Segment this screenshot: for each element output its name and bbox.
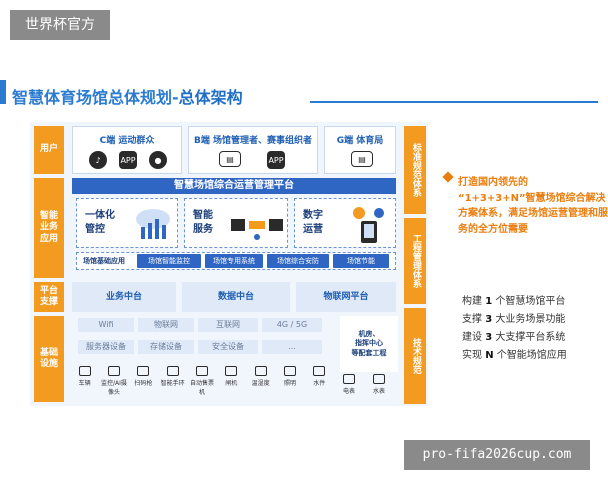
tiktok-icon: ♪ [89,151,107,169]
label-engineering-system: 工程管理体系 [404,218,426,304]
page-title-bold: 总体架构 [178,88,243,107]
diamond-bullet-icon [442,171,454,183]
network-wifi: Wifi [78,318,134,332]
title-underline [310,101,598,103]
network-4g5g: 4G / 5G [262,318,322,332]
module-digital-operation: 数字 运营 [294,198,396,248]
label-standard-system: 标准规范体系 [404,126,426,214]
wristband-icon [166,366,179,376]
user-card-g-title: G端 体育局 [336,136,384,146]
phone-settings-icon [353,207,384,243]
device-vehicle: 车辆 [70,366,99,396]
device-lighting: 照明 [275,366,304,396]
wechat-icon: ● [149,151,167,169]
app-icon: APP [267,151,285,169]
app-icon: APP [119,151,137,169]
vehicle-icon [78,366,91,376]
network-internet: 互联网 [198,318,258,332]
screen-icon: ▤ [351,151,373,167]
device-thermometer: 温湿度 [246,366,275,396]
user-card-c: C端 运动群众 ♪ APP ● [72,126,182,174]
chip-energy: 场馆节能 [333,254,389,268]
right-line-4: 实现 N 个智能场馆应用 [462,350,567,361]
more-devices: ... [262,340,322,354]
lighting-icon [283,366,296,376]
label-technical-norm: 技术规范 [404,308,426,404]
module-integrated-control: 一体化 管控 [76,198,178,248]
platform-business: 业务中台 [72,282,176,312]
platform-data: 数据中台 [182,282,290,312]
thermometer-icon [254,366,267,376]
module-title: 智能 服务 [193,210,213,235]
platform-banner: 智慧场馆综合运营管理平台 [72,178,396,194]
module-title: 一体化 管控 [85,210,115,235]
device-row: 车辆 监控/AI摄像头 扫码枪 智能手环 自动售票机 闸机 温湿度 照明 水件 [70,366,334,396]
device-wristband: 智能手环 [158,366,187,396]
water-icon [313,366,326,376]
watermark: pro-fifa2026cup.com [404,440,590,470]
cloud-chart-icon [136,209,170,239]
device-row-2: 电表 水表 [334,374,398,395]
connector-icon [231,219,283,240]
gate-icon [225,366,238,376]
chip-special-system: 场馆专用系统 [205,254,263,268]
layer-label-platform: 平台 支撑 [34,282,64,312]
base-app-label: 场馆基础应用 [83,257,125,265]
user-card-g: G端 体育局 ▤ [324,126,396,174]
page-title: 智慧体育场馆总体规划-总体架构 [12,84,243,108]
electric-meter-icon [343,374,355,384]
water-meter-icon [373,374,385,384]
right-line-2: 支撑 3 大业务场景功能 [462,314,566,325]
right-line-3: 建设 3 大支撑平台系统 [462,332,566,343]
server-device: 服务器设备 [78,340,134,354]
module-smart-service: 智能 服务 [184,198,288,248]
top-badge: 世界杯官方 [10,10,110,40]
device-camera: 监控/AI摄像头 [99,366,128,396]
device-electric-meter: 电表 [334,374,364,395]
machine-room: 机房、 指挥中心 等配套工程 [340,316,398,372]
ticket-machine-icon [195,366,208,376]
device-ticket-machine: 自动售票机 [187,366,216,396]
right-headline: 打造国内领先的 “1+3+3+N”智慧场馆综合解决方案体系，满足场馆运营管理和服… [458,177,608,235]
layer-label-user: 用户 [34,126,64,174]
layer-label-app: 智能 业务 应用 [34,178,64,278]
chip-monitor: 场馆智能监控 [137,254,201,268]
security-device: 安全设备 [198,340,258,354]
layer-label-base: 基础 设施 [34,316,64,402]
device-water-meter: 水表 [364,374,394,395]
user-card-b-title: B端 场馆管理者、赛事组织者 [194,136,312,146]
architecture-diagram: 用户 智能 业务 应用 平台 支撑 基础 设施 C端 运动群众 ♪ APP ● … [30,122,428,406]
network-iot: 物联网 [138,318,194,332]
module-title: 数字 运营 [303,210,323,235]
right-line-1: 构建 1 个智慧场馆平台 [462,296,566,307]
screen-icon: ▤ [219,151,241,167]
platform-iot: 物联网平台 [296,282,396,312]
camera-icon [107,366,120,376]
device-gate: 闸机 [217,366,246,396]
chip-security: 场馆综合安防 [267,254,329,268]
storage-device: 存储设备 [138,340,194,354]
device-water: 水件 [305,366,334,396]
base-app-row: 场馆基础应用 场馆智能监控 场馆专用系统 场馆综合安防 场馆节能 [76,252,396,270]
title-accent-bar [0,80,6,104]
page-title-main: 智慧体育场馆总体规划- [12,88,179,107]
user-card-c-title: C端 运动群众 [99,136,155,146]
device-scanner: 扫码枪 [129,366,158,396]
scanner-icon [137,366,150,376]
user-card-b: B端 场馆管理者、赛事组织者 ▤ APP [188,126,318,174]
